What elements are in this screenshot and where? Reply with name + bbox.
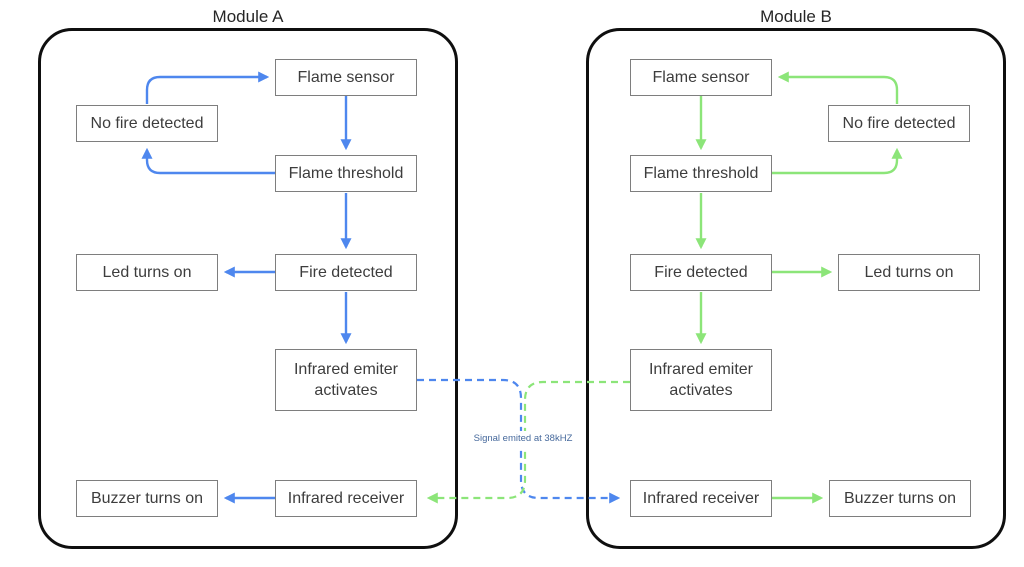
node-a-infrared-receiver: Infrared receiver <box>275 480 417 517</box>
node-a-flame-sensor: Flame sensor <box>275 59 417 96</box>
module-b-container <box>586 28 1006 549</box>
node-a-flame-threshold: Flame threshold <box>275 155 417 192</box>
node-b-infrared-receiver: Infrared receiver <box>630 480 772 517</box>
node-b-flame-sensor: Flame sensor <box>630 59 772 96</box>
node-a-buzzer-turns-on: Buzzer turns on <box>76 480 218 517</box>
edge-b-nofire-to-sensor <box>777 71 899 104</box>
node-b-buzzer-turns-on: Buzzer turns on <box>829 480 971 517</box>
node-a-led-turns-on: Led turns on <box>76 254 218 291</box>
node-b-led-turns-on: Led turns on <box>838 254 980 291</box>
node-a-no-fire-detected: No fire detected <box>76 105 218 142</box>
edge-b-threshold-to-nofire <box>772 147 903 175</box>
node-b-infrared-emitter: Infrared emiter activates <box>630 349 772 411</box>
node-b-flame-threshold: Flame threshold <box>630 155 772 192</box>
module-a-container <box>38 28 458 549</box>
node-a-fire-detected: Fire detected <box>275 254 417 291</box>
edge-a-threshold-to-nofire <box>141 147 275 175</box>
module-b-title: Module B <box>760 7 832 26</box>
node-b-fire-detected: Fire detected <box>630 254 772 291</box>
signal-frequency-label: Signal emited at 38kHZ <box>461 431 585 447</box>
node-b-no-fire-detected: No fire detected <box>828 105 970 142</box>
edge-a-nofire-to-sensor <box>145 71 270 104</box>
module-a-title: Module A <box>212 7 284 26</box>
node-a-infrared-emitter: Infrared emiter activates <box>275 349 417 411</box>
